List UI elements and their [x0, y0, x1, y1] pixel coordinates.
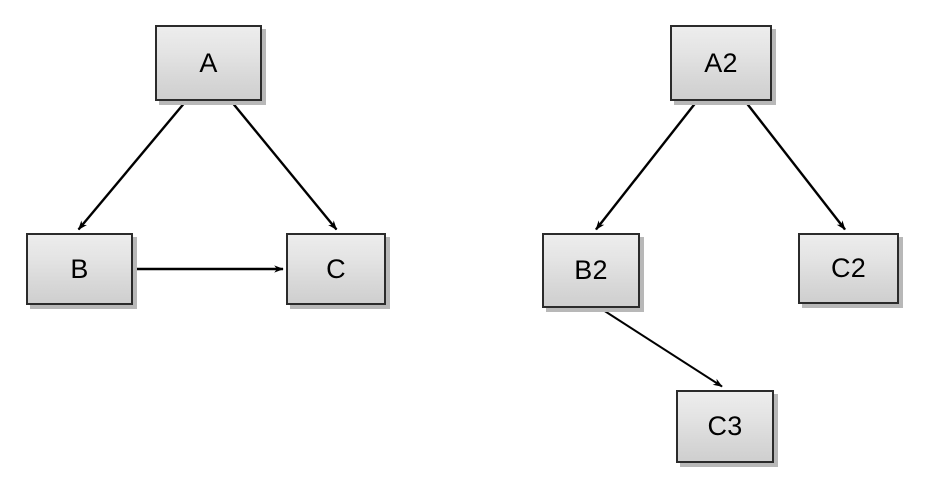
edge-a2-to-b2 [595, 100, 698, 231]
node-b2[interactable]: B2 [542, 233, 640, 308]
edge-a2-to-c2 [744, 100, 846, 231]
node-c-label: C [326, 253, 346, 284]
node-c3-label: C3 [707, 411, 743, 441]
node-c[interactable]: C [286, 233, 386, 305]
node-b-label: B [70, 253, 89, 284]
edge-a-to-c [230, 100, 338, 231]
node-a2[interactable]: A2 [670, 25, 772, 101]
node-c2-label: C2 [831, 253, 866, 283]
node-a[interactable]: A [155, 25, 262, 101]
node-b[interactable]: B [26, 233, 133, 305]
node-c2[interactable]: C2 [798, 233, 899, 304]
node-a-label: A [199, 47, 218, 78]
node-c3[interactable]: C3 [676, 390, 774, 463]
edge-a-to-b [77, 100, 187, 231]
node-b2-label: B2 [574, 255, 608, 285]
node-a2-label: A2 [704, 47, 738, 78]
edge-b2-to-c3 [599, 307, 723, 388]
